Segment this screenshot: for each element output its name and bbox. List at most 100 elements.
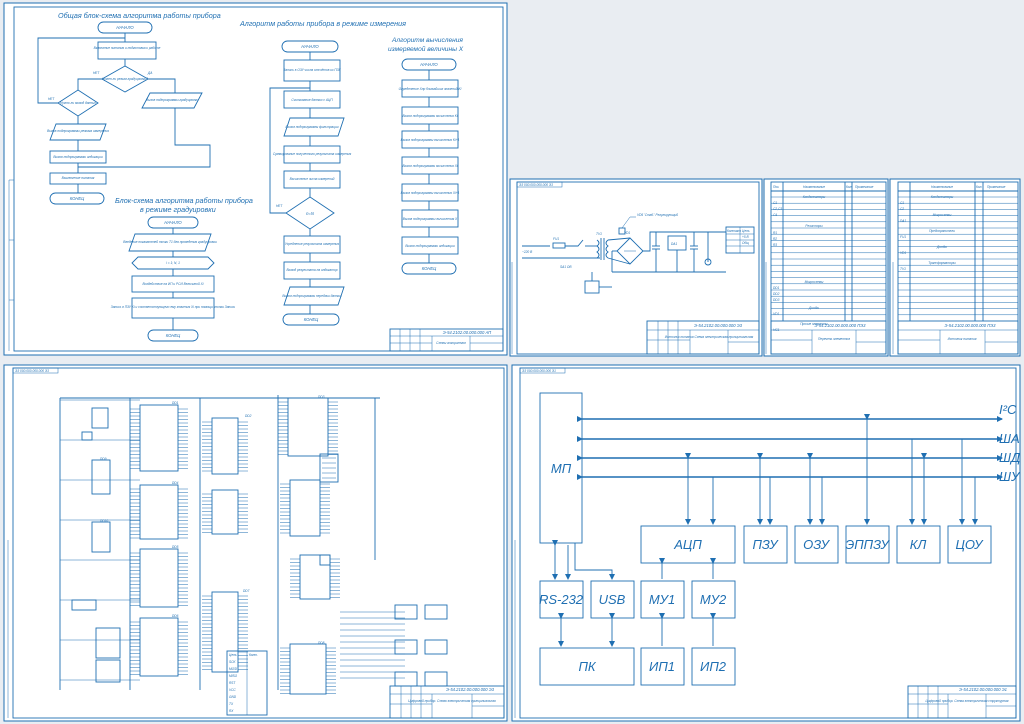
component bbox=[91, 459, 111, 495]
block-mp-label: МП bbox=[551, 461, 572, 476]
general-decision-output: Нужно ли вывод данных bbox=[60, 101, 96, 105]
measure-step1: Запись в ОЗУ числа отсчётов из ПЗУ bbox=[283, 68, 341, 72]
general-decision-calibration: Нужен ли режим градуировки? bbox=[102, 77, 148, 81]
section-chips: Микросхемы bbox=[805, 280, 824, 284]
row-dd2: DD2 bbox=[773, 292, 780, 296]
stamp-code: Э-54.2102.00.000.000 Э3 bbox=[446, 687, 495, 692]
regulator-label: DA1 bbox=[671, 242, 677, 246]
stamp-name: Цифровой прибор. Схема электрическая при… bbox=[408, 699, 496, 703]
block-pzu-label: ПЗУ bbox=[752, 537, 779, 552]
col-qty: Кол. bbox=[976, 185, 982, 189]
block-adc-label: АЦП bbox=[673, 537, 702, 552]
stamp-sheet5: Э-54.2102.00.000.000 Э3 Цифровой прибор.… bbox=[389, 685, 505, 719]
chip-dd4: DD4 bbox=[172, 481, 179, 485]
stamp-sheet3: Э-54.2102.00.000.000 ПЭ3 Перечень элемен… bbox=[770, 320, 887, 355]
chip-dd6: DD6 bbox=[172, 614, 179, 618]
title-general-algorithm: Общая блок-схема алгоритма работы прибор… bbox=[58, 11, 221, 20]
sheet-algorithms: Общая блок-схема алгоритма работы прибор… bbox=[3, 2, 508, 356]
measure-step7: Вывод результата на индикатор bbox=[287, 268, 338, 272]
switch-label: SA1 ОВ bbox=[560, 265, 572, 269]
general-end: КОНЕЦ bbox=[70, 196, 85, 201]
row-r3: R3 bbox=[773, 243, 777, 247]
calib-step1: Введение показателей точки Т1 для провед… bbox=[123, 240, 217, 244]
measure-start: НАЧАЛО bbox=[301, 44, 319, 49]
calib-end: КОНЕЦ bbox=[166, 333, 181, 338]
block-pc-label: ПК bbox=[578, 659, 596, 674]
component bbox=[319, 554, 331, 566]
calib-step3: Запись в ПЗУ Ki и соответствующего ему з… bbox=[111, 305, 236, 309]
block-adc bbox=[640, 525, 736, 564]
col-pos: Поз. bbox=[773, 185, 780, 189]
row-tv1: TV1 bbox=[900, 267, 906, 271]
measure-step5: Вычисление числа измерений bbox=[290, 177, 335, 181]
general-calib-sub: Вызов подпрограммы градуировки bbox=[146, 98, 198, 102]
col-note: Примечание bbox=[855, 185, 874, 189]
stamp-sheet4: Э-54.2102.00.000.000 ПЭ3 Источник питани… bbox=[897, 320, 1019, 355]
net-table-head-1: Цепь bbox=[229, 653, 237, 657]
power-schematic: ~220 В FU1 SA1 ОВ TV1 VD1 bbox=[522, 213, 755, 294]
stamp-code: Э-54.2102.00.000.000 АП bbox=[443, 330, 492, 335]
measure-step2: Считывание данных с АЦП bbox=[291, 98, 333, 102]
bus-data-label: ШД bbox=[999, 450, 1020, 465]
sheet2-corner-code: ЭЗ 000.000.000.000 Э3 bbox=[519, 183, 553, 187]
net-row-8: RX bbox=[229, 709, 234, 713]
sheet-power-supply: ЭЗ 000.000.000.000 Э3 ~220 В FU1 SA1 ОВ … bbox=[509, 178, 763, 357]
stamp-name: Цифровой прибор. Схема электрическая стр… bbox=[926, 699, 1009, 703]
sheet-parts-list-2: Наименование Кол. Примечание Конденсатор… bbox=[889, 178, 1021, 357]
section-transformers: Трансформаторы bbox=[928, 261, 956, 265]
row-c2: C2 bbox=[900, 207, 904, 211]
bus-i2c-label: I²C bbox=[999, 402, 1017, 417]
flowchart-calibration: НАЧАЛО Введение показателей точки Т1 для… bbox=[111, 216, 236, 342]
chip-body bbox=[289, 479, 321, 537]
chip-body bbox=[139, 404, 179, 472]
calib-step2: Воздействие на ИП и РСИ Величиной Xi bbox=[143, 282, 204, 286]
calc-step7: Вызов подпрограммы индикации bbox=[405, 244, 454, 248]
chip-body bbox=[211, 489, 239, 535]
display-hg1 bbox=[319, 453, 339, 483]
parts-rows bbox=[898, 196, 1018, 316]
section-fuses: Предохранители bbox=[929, 229, 955, 233]
component bbox=[95, 627, 121, 659]
bridge-label: VD1 bbox=[624, 231, 630, 235]
measure-step3: Вызов подпрограммы фильтрации bbox=[286, 125, 339, 129]
connector-col-circuit: Цепь bbox=[742, 229, 750, 233]
general-output-sub: Вызов подпрограммы индикации bbox=[53, 155, 102, 159]
bus-control-label: ШУ bbox=[999, 469, 1021, 484]
block-eppzu-label: ЭППЗУ bbox=[845, 537, 890, 552]
block-ip1 bbox=[640, 647, 685, 686]
stamp-name: Источник питания bbox=[948, 337, 977, 341]
bus-address-label: ША bbox=[999, 431, 1020, 446]
general-start: НАЧАЛО bbox=[116, 25, 134, 30]
chip-body bbox=[139, 484, 179, 540]
stamp-sheet1: Э-54.2102.00.000.000 АП Схемы алгоритмов bbox=[389, 328, 504, 352]
section-diodes: Диоды bbox=[936, 245, 948, 249]
bus-lines bbox=[577, 416, 1003, 480]
row-dd3: DD3 bbox=[773, 298, 780, 302]
chip-body bbox=[139, 617, 179, 677]
sheet-parts-list-1: Поз. Наименование Кол. Примечание Конден… bbox=[763, 178, 889, 357]
block-ozu-label: ОЗУ bbox=[803, 537, 831, 552]
chip-dd3: DD3 bbox=[318, 395, 325, 399]
general-no-label-2: НЕТ bbox=[48, 97, 55, 101]
section-chips: Микросхемы bbox=[933, 213, 952, 217]
chip-dd7: DD7 bbox=[243, 589, 250, 593]
general-yes-label: ДА bbox=[147, 71, 152, 75]
stamp-code: Э-54.2102.00.000.000 ПЭ3 bbox=[815, 323, 867, 328]
section-resistors: Резисторы bbox=[805, 224, 823, 228]
stamp-code: Э-54.2102.00.000.000 Э3 bbox=[694, 323, 743, 328]
title-measure-algorithm: Алгоритм работы прибора в режиме измерен… bbox=[239, 19, 406, 28]
section-diodes: Диоды bbox=[808, 306, 820, 310]
transformer-label: TV1 bbox=[596, 232, 602, 236]
chip-body bbox=[211, 417, 239, 475]
section-capacitors: Конденсаторы bbox=[803, 195, 826, 199]
net-table-head-2: Конт. bbox=[249, 653, 258, 657]
stamp-sheet6: Э-54.2102.00.000.000 Э1 Цифровой прибор.… bbox=[907, 685, 1017, 719]
block-kl bbox=[896, 525, 941, 564]
row-c4: C4 bbox=[773, 213, 777, 217]
general-power-off: Выключение питания bbox=[62, 176, 95, 180]
row-c2: C2,C3 bbox=[773, 207, 782, 211]
sheet-block-diagram: ЭЗ 000.000.000.000 Э1 I²C ША ШД ШУ МП АЦ… bbox=[511, 364, 1021, 722]
block-ip1-label: ИП1 bbox=[649, 659, 675, 674]
connector-row-1: +5 В bbox=[742, 235, 750, 239]
